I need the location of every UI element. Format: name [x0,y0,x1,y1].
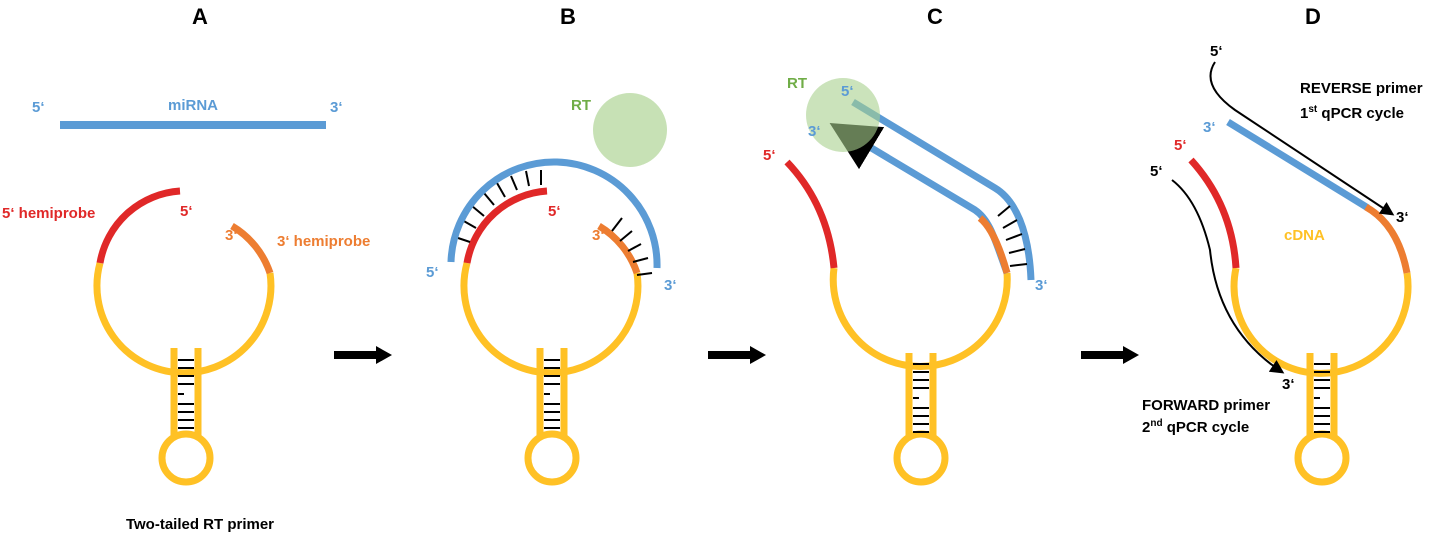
hemiprobe3-end-label: 3‘ [592,227,605,244]
hybridization-base-pairs [997,205,1028,267]
reverse-primer-label: REVERSE primer [1300,80,1423,97]
stem-base-pairs [178,359,194,429]
stem-base-pairs [544,359,560,429]
cdna-3prime-label: 3‘ [1203,119,1216,136]
reverse-cycle-label: 1st qPCR cycle [1300,104,1404,122]
hemiprobe3-end-label: 3‘ [225,227,238,244]
forward-cycle-label: 2nd qPCR cycle [1142,418,1249,436]
forward-primer-label: FORWARD primer [1142,397,1270,414]
panel-b: B RT 5‘ 3‘ 5‘ 3‘ [426,4,677,486]
arrow-right-icon [1081,346,1139,364]
hemiprobe3-strand [1364,203,1411,274]
primer-loop [93,262,275,377]
rt-enzyme [593,93,667,167]
forward-primer-arrow [1171,179,1285,374]
hemiprobe5-strand [96,187,181,264]
hemiprobe5-end-label: 5‘ [1174,137,1187,154]
mirna-3prime-label: 3‘ [330,99,343,116]
reverse-primer-3prime: 3‘ [1396,209,1409,226]
terminal-loop [1294,430,1350,486]
mirna-5prime-label: 5‘ [841,83,854,100]
hemiprobe5-end-label: 5‘ [548,203,561,220]
mirna-5prime-label: 5‘ [32,99,45,116]
hemiprobe3-strand [230,222,274,275]
arrow-right-icon [334,346,392,364]
stem-base-pairs [1314,363,1330,433]
panel-c-title: C [927,4,943,29]
cdna-label: cDNA [1284,227,1325,244]
cdna-extension [829,122,1011,275]
terminal-loop [524,430,580,486]
mirna-5prime-label: 5‘ [426,264,439,281]
hemiprobe3-label: 3‘ hemiprobe [277,233,370,250]
hemiprobe5-end-label: 5‘ [180,203,193,220]
forward-primer-3prime: 3‘ [1282,376,1295,393]
forward-primer-5prime: 5‘ [1150,163,1163,180]
hemiprobe3-strand [597,222,641,275]
primer-loop [1230,267,1412,377]
rt-label: RT [787,75,807,92]
rt-label: RT [571,97,591,114]
hemiprobe5-end-label: 5‘ [763,147,776,164]
panel-a-title: A [192,4,208,29]
terminal-loop [893,430,949,486]
rt-enzyme [806,78,880,152]
mirna-strand-hybridized [447,158,661,269]
mirna-strand [851,99,1035,281]
hemiprobe5-strand [784,159,838,269]
primer-loop [460,262,642,377]
hemiprobe5-label: 5‘ hemiprobe [2,205,95,222]
mirna-3prime-label: 3‘ [664,277,677,294]
panel-d-title: D [1305,4,1321,29]
cdna-strand [1226,119,1370,211]
hybridization-base-pairs [454,170,653,276]
stem-base-pairs [913,363,929,433]
mirna-label: miRNA [168,97,218,114]
hemiprobe5-strand [463,187,548,264]
panel-b-title: B [560,4,576,29]
panel-d: D 5‘ REVERSE primer 1st qPCR cycle 3‘ 5‘… [1142,4,1423,486]
panel-a-caption: Two-tailed RT primer [126,516,274,533]
mirna-3prime-label: 3‘ [1035,277,1048,294]
reverse-primer-arrow [1209,61,1395,216]
primer-loop [829,267,1011,370]
panel-a: A miRNA 5‘ 3‘ 5‘ 5‘ hemiprobe 3‘ 3‘ hemi… [2,4,370,533]
terminal-loop [158,430,214,486]
cdna-3prime-label: 3‘ [808,123,821,140]
panel-c: C RT 5‘ 3‘ 5‘ 3‘ [763,4,1048,486]
reverse-primer-5prime: 5‘ [1210,43,1223,60]
arrow-right-icon [708,346,766,364]
hemiprobe3-strand [977,215,1011,274]
hemiprobe5-strand [1188,157,1240,269]
